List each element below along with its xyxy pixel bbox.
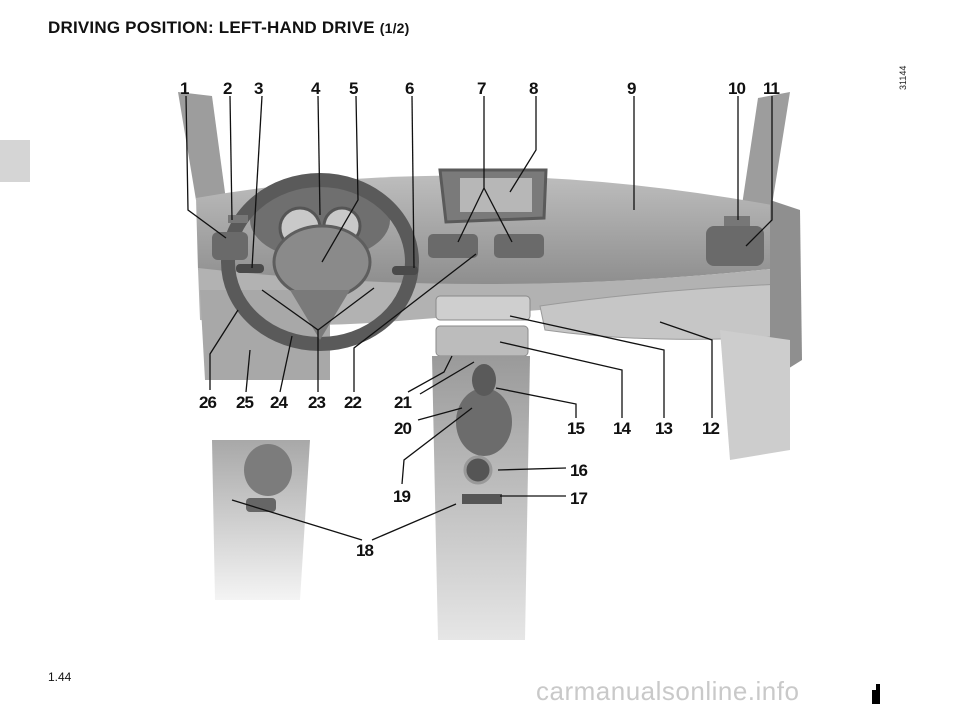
inset-gear-boot: [244, 444, 292, 496]
leader-line-21: [407, 355, 453, 393]
leader-line-21b: [419, 361, 475, 395]
callout-26: 26: [199, 393, 216, 412]
page-title: DRIVING POSITION: LEFT-HAND DRIVE (1/2): [48, 18, 410, 38]
right-upper-vent: [724, 216, 750, 226]
callout-13: 13: [655, 419, 672, 438]
central-display-glass: [460, 178, 532, 212]
callout-1: 1: [180, 79, 189, 98]
gear-lever-boot: [456, 388, 512, 456]
right-stalk: [392, 266, 418, 275]
center-left-vent: [428, 234, 478, 258]
gear-knob: [472, 364, 496, 396]
callout-16: 16: [570, 461, 587, 480]
callout-3: 3: [254, 79, 263, 98]
leader-line-15: [495, 387, 577, 418]
left-stalk: [236, 264, 264, 273]
left-upper-vent: [228, 215, 248, 223]
callout-11: 11: [763, 79, 780, 98]
corner-mark-small: [876, 684, 880, 692]
leader-line-16: [497, 467, 567, 471]
left-a-pillar: [178, 92, 226, 200]
multimedia-controller: [463, 455, 493, 485]
callout-labels: 1 2 3 4 5 6 7 8 9 10 11 12 13 14 15 16 1…: [180, 79, 781, 560]
callout-5: 5: [349, 79, 358, 98]
leader-line-23b: [317, 287, 375, 331]
callout-23: 23: [308, 393, 325, 412]
callout-14: 14: [613, 419, 631, 438]
page-number: 1.44: [48, 670, 72, 684]
inset-switch: [246, 498, 276, 512]
callout-22: 22: [344, 393, 361, 412]
right-a-pillar: [742, 92, 790, 205]
right-air-vent: [706, 226, 764, 266]
leader-line-8: [509, 96, 537, 193]
leader-line-14: [499, 341, 623, 418]
leader-line-3: [251, 95, 263, 269]
leader-line-26: [209, 309, 239, 390]
leader-line-20: [417, 407, 463, 421]
console-switches: [462, 494, 502, 504]
callout-18: 18: [356, 541, 373, 560]
leader-line-12: [659, 321, 713, 418]
leader-line-25: [245, 349, 251, 393]
callout-25: 25: [236, 393, 253, 412]
climate-panel: [435, 325, 529, 357]
callout-6: 6: [405, 79, 414, 98]
page-title-text: DRIVING POSITION: LEFT-HAND DRIVE: [48, 18, 375, 37]
leader-line-24: [279, 335, 293, 393]
leader-line-1: [185, 95, 227, 239]
callout-8: 8: [529, 79, 538, 98]
callout-7: 7: [477, 79, 486, 98]
callout-21: 21: [394, 393, 411, 412]
leader-line-5: [321, 95, 359, 263]
right-door-panel: [770, 200, 802, 380]
leader-line-18: [371, 503, 457, 541]
leader-line-4: [317, 95, 321, 216]
leader-lines: [185, 95, 773, 541]
leader-line-13: [509, 315, 665, 418]
corner-mark: [872, 690, 880, 704]
audio-unit: [435, 295, 531, 321]
center-right-vent: [494, 234, 544, 258]
watermark: carmanualsonline.info: [536, 676, 800, 706]
callout-24: 24: [270, 393, 288, 412]
callout-4: 4: [311, 79, 321, 98]
callout-17: 17: [570, 489, 587, 508]
callout-20: 20: [394, 419, 411, 438]
callout-19: 19: [393, 487, 410, 506]
leader-line-22: [353, 253, 477, 392]
leader-line-18b: [231, 499, 363, 541]
callout-15: 15: [567, 419, 584, 438]
page-title-part: (1/2): [379, 20, 410, 36]
leader-line-11: [745, 96, 773, 247]
callout-2: 2: [223, 79, 232, 98]
left-air-vent: [212, 232, 248, 260]
callout-12: 12: [702, 419, 719, 438]
leader-line-7b: [483, 187, 513, 243]
leader-line-6: [411, 95, 415, 269]
leader-line-2: [229, 95, 233, 221]
leader-line-19: [401, 407, 473, 485]
passenger-footwell: [720, 330, 790, 460]
steering-wheel-spoke: [290, 290, 350, 340]
callout-10: 10: [728, 79, 745, 98]
section-tab: [0, 140, 30, 182]
callout-9: 9: [627, 79, 636, 98]
